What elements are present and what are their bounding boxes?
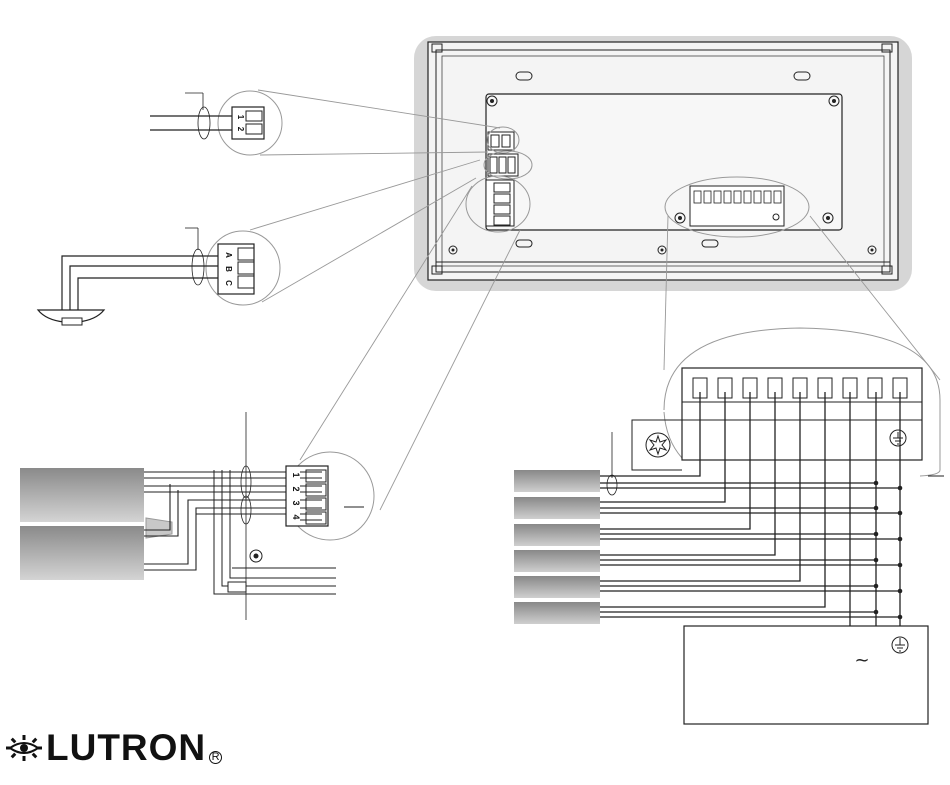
four-pin-detail: 1 2 3 4 — [20, 412, 374, 620]
svg-text:C: C — [224, 280, 233, 286]
svg-text:B: B — [224, 266, 233, 272]
connector-3pin — [218, 244, 254, 294]
control-module — [20, 468, 144, 522]
arrow-icon — [146, 518, 172, 538]
svg-text:1: 1 — [291, 472, 301, 477]
pin-label: 1 — [236, 115, 245, 120]
control-module — [514, 576, 600, 598]
logo-wordmark: LUTRON — [46, 727, 206, 769]
control-unit — [414, 36, 912, 291]
inner-panel — [486, 94, 842, 230]
lutron-sun-icon — [6, 734, 42, 762]
control-module — [20, 526, 144, 580]
terminal-detail: ~ — [514, 328, 944, 724]
registered-mark: R — [209, 751, 222, 764]
control-module — [514, 602, 600, 624]
pin-label: 2 — [236, 127, 245, 132]
module-stack — [514, 470, 600, 624]
power-supply-box — [684, 626, 928, 724]
screw-icon — [250, 550, 262, 562]
control-module — [514, 550, 600, 572]
control-module — [514, 497, 600, 519]
control-module — [514, 470, 600, 492]
control-module — [514, 524, 600, 546]
two-pin-detail: 1 2 — [150, 91, 282, 155]
ac-symbol: ~ — [854, 650, 869, 671]
three-pin-detail: A B C — [38, 228, 280, 325]
svg-text:A: A — [224, 252, 233, 258]
svg-text:4: 4 — [291, 514, 301, 519]
lutron-logo: LUTRON R — [6, 728, 222, 768]
svg-text:3: 3 — [291, 500, 301, 505]
svg-text:2: 2 — [291, 486, 301, 491]
star-screw-icon — [646, 433, 670, 457]
